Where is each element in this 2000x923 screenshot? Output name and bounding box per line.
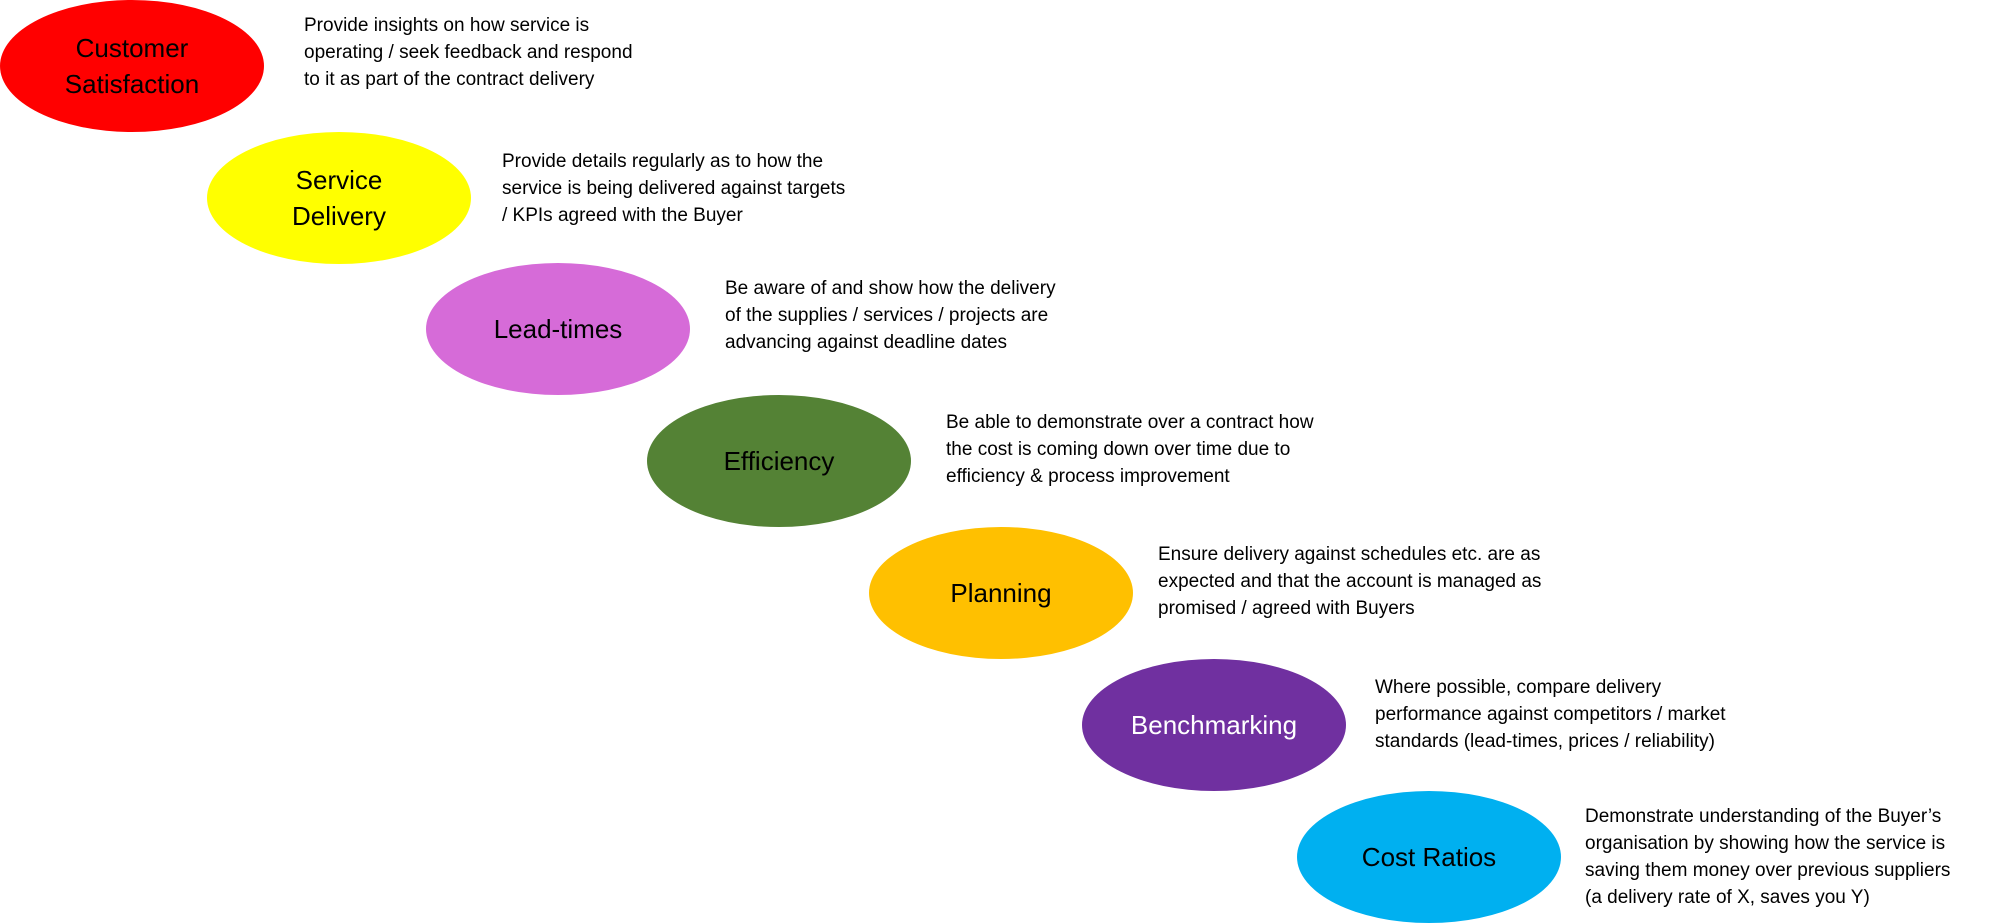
step-description: Ensure delivery against schedules etc. a… — [1158, 544, 1542, 619]
step-description: Be aware of and show how the delivery of… — [725, 278, 1056, 353]
step-description: Demonstrate understanding of the Buyer’s… — [1585, 806, 1951, 908]
step-ellipse: Efficiency — [647, 395, 911, 527]
step-ellipse: Service Delivery — [207, 132, 471, 264]
step-description: Where possible, compare delivery perform… — [1375, 677, 1726, 752]
step-ellipse: Customer Satisfaction — [0, 0, 264, 132]
step-ellipse: Cost Ratios — [1297, 791, 1561, 923]
step-description: Provide insights on how service is opera… — [304, 15, 633, 90]
step-description: Provide details regularly as to how the … — [502, 151, 846, 226]
step-description: Be able to demonstrate over a contract h… — [946, 412, 1314, 487]
step-ellipse: Benchmarking — [1082, 659, 1346, 791]
step-ellipse: Lead-times — [426, 263, 690, 395]
step-ellipse: Planning — [869, 527, 1133, 659]
